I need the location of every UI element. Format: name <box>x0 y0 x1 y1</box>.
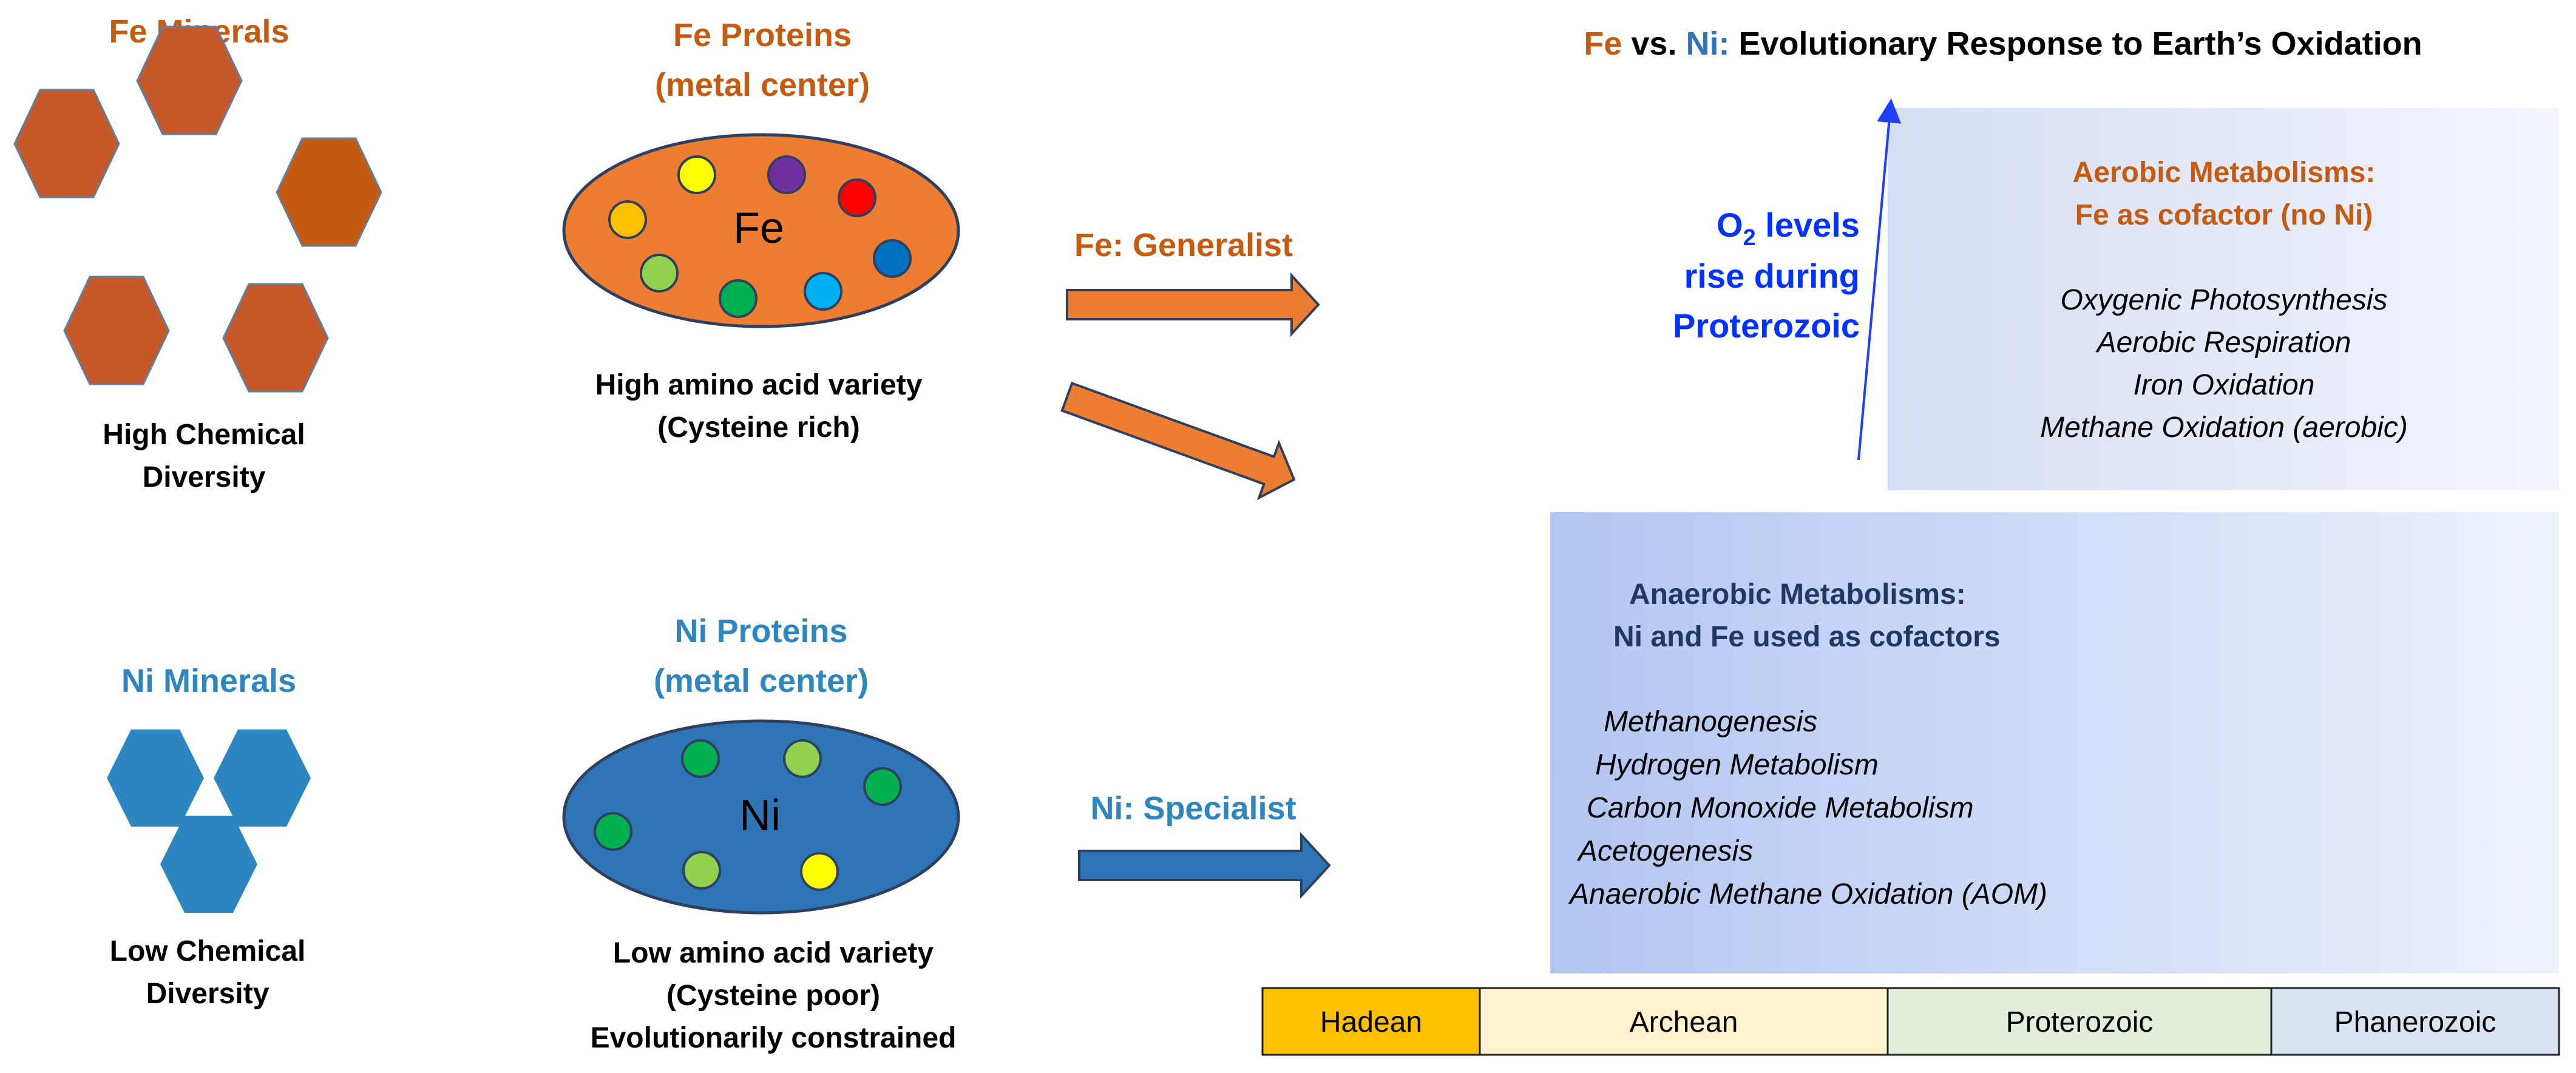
ni-minerals-title: Ni Minerals <box>121 663 296 699</box>
ni-mineral-hexagon <box>214 729 311 827</box>
aerobic-metabolism-item: Iron Oxidation <box>2134 369 2315 401</box>
amino-acid-residue <box>640 254 679 293</box>
ni-mineral-hexagon <box>160 816 257 913</box>
anaerobic-title: Anaerobic Metabolisms: <box>1629 578 1966 611</box>
timeline-era-phanerozoic <box>2270 987 2560 1056</box>
amino-acid-residue <box>594 812 632 851</box>
ni-proteins-title: Ni Proteins <box>674 613 847 649</box>
anaerobic-metabolism-item: Methanogenesis <box>1604 706 1817 738</box>
ni-proteins-caption: Evolutionarily constrained <box>591 1022 957 1054</box>
anaerobic-metabolism-item: Acetogenesis <box>1576 835 1753 867</box>
ni-proteins-caption: (Cysteine poor) <box>666 980 880 1012</box>
fe-minerals-caption: Diversity <box>143 461 266 493</box>
amino-acid-residue <box>873 239 912 278</box>
aerobic-metabolism-item: Methane Oxidation (aerobic) <box>2040 411 2408 444</box>
aerobic-metabolism-item: Aerobic Respiration <box>2095 327 2351 359</box>
fe-proteins-title: Fe Proteins <box>673 17 852 53</box>
fe-mineral-hexagon <box>13 89 120 198</box>
o2-label: Proterozoic <box>1673 306 1860 345</box>
amino-acid-residue <box>863 767 902 806</box>
geologic-timeline: Hadean Archean Proterozoic Phanerozoic <box>1261 987 2560 1056</box>
fe-proteins-caption: (Cysteine rich) <box>657 411 859 444</box>
ni-specialist-label: Ni: Specialist <box>1090 790 1296 827</box>
main-title: Fe vs. Ni: Evolutionary Response to Eart… <box>1584 25 2422 62</box>
ni-minerals-group: Ni Minerals Low Chemical Diversity <box>107 663 311 1010</box>
main-title-rest: Evolutionary Response to Earth’s Oxidati… <box>1729 25 2422 62</box>
fe-mineral-hexagon <box>276 137 382 247</box>
ni-proteins-group: Ni Proteins (metal center) Ni Low amino … <box>562 613 960 1054</box>
fe-mineral-hexagon <box>63 276 170 385</box>
timeline-era-label: Hadean <box>1320 1006 1422 1038</box>
amino-acid-residue <box>804 272 842 311</box>
fe-arrow-diagonal <box>1060 381 1296 501</box>
aerobic-box <box>1888 108 2559 490</box>
ni-mineral-hexagon <box>107 729 204 827</box>
fe-mineral-hexagon <box>136 25 243 135</box>
timeline-era-hadean <box>1261 987 1481 1056</box>
fe-arrow-right <box>1066 272 1320 337</box>
o2-label: rise during <box>1684 257 1860 295</box>
aerobic-title: Fe as cofactor (no Ni) <box>2075 199 2373 231</box>
ni-proteins-caption: Low amino acid variety <box>613 937 934 969</box>
anaerobic-metabolism-item: Anaerobic Methane Oxidation (AOM) <box>1568 878 2047 910</box>
main-title-ni: Ni: <box>1686 25 1729 62</box>
ni-protein-center-label: Ni <box>739 791 781 840</box>
fe-generalist-arrows: Fe: Generalist <box>1060 227 1320 501</box>
amino-acid-residue <box>800 852 839 891</box>
anaerobic-box <box>1550 512 2559 973</box>
amino-acid-residue <box>767 155 806 194</box>
main-title-fe: Fe <box>1584 25 1622 62</box>
anaerobic-metabolism-item: Carbon Monoxide Metabolism <box>1587 792 1974 824</box>
fe-proteins-title: (metal center) <box>655 67 870 103</box>
fe-proteins-caption: High amino acid variety <box>595 369 923 401</box>
anaerobic-title: Ni and Fe used as cofactors <box>1613 621 2001 653</box>
aerobic-title: Aerobic Metabolisms: <box>2073 157 2376 189</box>
aerobic-metabolism-item: Oxygenic Photosynthesis <box>2061 284 2388 316</box>
o2-label: O2 levels <box>1717 206 1860 251</box>
amino-acid-residue <box>719 279 758 318</box>
ni-proteins-title: (metal center) <box>654 663 869 699</box>
fe-protein-center-label: Fe <box>733 204 784 252</box>
amino-acid-residue <box>838 178 876 217</box>
ni-specialist-arrow: Ni: Specialist <box>1078 790 1331 899</box>
main-title-vs: vs. <box>1622 25 1686 62</box>
ni-minerals-caption: Low Chemical <box>110 935 306 967</box>
timeline-era-label: Proterozoic <box>2006 1006 2154 1038</box>
fe-minerals-group: Fe Minerals High Chemical Diversity <box>13 13 382 493</box>
fe-mineral-hexagon <box>222 283 329 393</box>
fe-minerals-caption: High Chemical <box>103 419 305 451</box>
anaerobic-metabolism-item: Hydrogen Metabolism <box>1595 749 1879 781</box>
amino-acid-residue <box>783 739 822 778</box>
ni-arrow-right <box>1078 831 1331 899</box>
o2-rise-arrow <box>1857 98 1902 461</box>
amino-acid-residue <box>681 739 720 778</box>
timeline-era-proterozoic <box>1886 987 2273 1056</box>
amino-acid-residue <box>677 155 716 194</box>
fe-generalist-label: Fe: Generalist <box>1074 227 1293 263</box>
timeline-era-label: Archean <box>1630 1006 1738 1038</box>
ni-minerals-caption: Diversity <box>146 978 269 1010</box>
amino-acid-residue <box>608 200 647 239</box>
ni-protein-oval <box>562 719 960 915</box>
fe-proteins-group: Fe Proteins (metal center) Fe High amino… <box>562 17 960 444</box>
amino-acid-residue <box>682 851 721 890</box>
timeline-era-label: Phanerozoic <box>2334 1006 2496 1038</box>
timeline-era-archean <box>1479 987 1889 1056</box>
